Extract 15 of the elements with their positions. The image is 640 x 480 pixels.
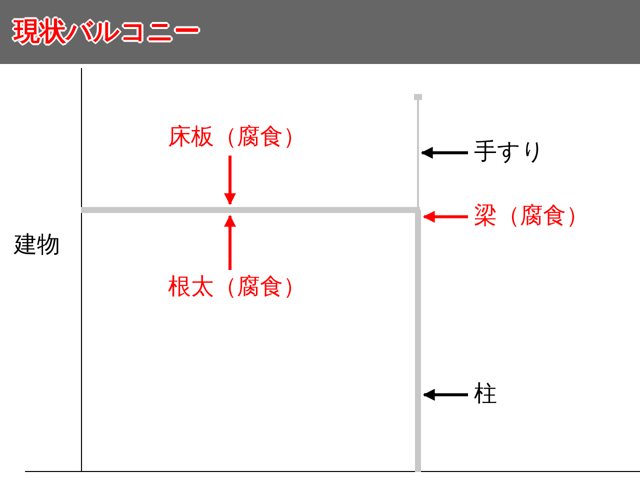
callout-label: 柱 bbox=[474, 381, 497, 409]
callout-label: 根太（腐食） bbox=[168, 274, 306, 302]
title: 現状バルコニー bbox=[14, 16, 200, 49]
callout-label: 床板（腐食） bbox=[168, 124, 306, 152]
arrow bbox=[420, 146, 468, 159]
arrow bbox=[422, 388, 468, 401]
floor-slab-bar bbox=[81, 207, 420, 213]
arrow bbox=[224, 156, 236, 206]
column-bar bbox=[415, 210, 421, 472]
handrail-post bbox=[417, 97, 419, 210]
arrow bbox=[224, 214, 236, 270]
callout-label: 手すり bbox=[474, 139, 545, 167]
building-label: 建物 bbox=[14, 232, 60, 260]
callout-label: 梁（腐食） bbox=[474, 203, 589, 231]
arrow bbox=[422, 210, 468, 223]
